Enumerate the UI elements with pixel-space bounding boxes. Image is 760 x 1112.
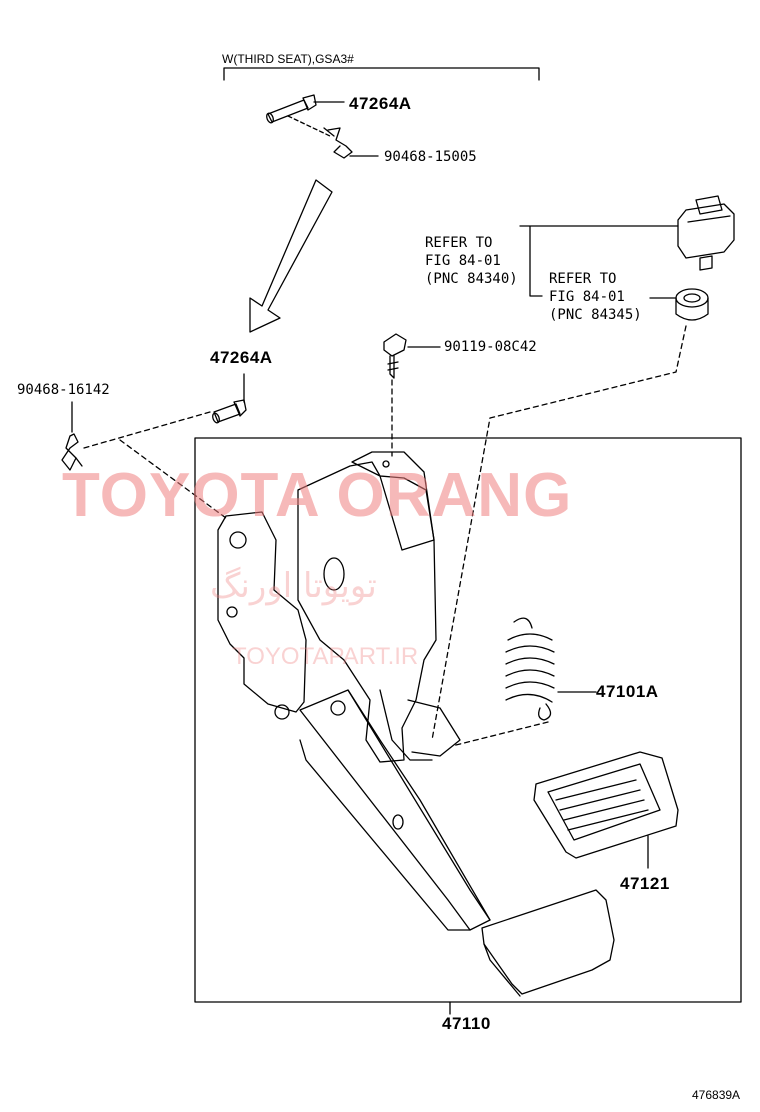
ref-switch-line-3[interactable]: (PNC 84340) — [425, 271, 518, 287]
ref-switch-line-2: FIG 84-01 — [425, 253, 501, 269]
dash-spring — [451, 721, 549, 747]
assembly-frame — [194, 437, 742, 1003]
variant-note: W(THIRD SEAT),GSA3# — [222, 52, 354, 66]
dash-pin-to-bracket — [119, 439, 227, 519]
ref-bracket-switch — [519, 225, 679, 297]
pedal-foot-plate-icon — [481, 889, 615, 997]
return-spring-icon — [505, 617, 555, 721]
label-90468-15005[interactable]: 90468-15005 — [384, 149, 477, 165]
pin-47264A-mid-icon — [212, 399, 247, 424]
ref-cushion-line-3[interactable]: (PNC 84345) — [549, 307, 642, 323]
label-47101A[interactable]: 47101A — [596, 682, 659, 701]
stop-lamp-switch-icon — [677, 195, 735, 271]
watermark-persian: تویوتا اورنگ — [210, 566, 377, 606]
pedal-arm-icon — [299, 689, 491, 931]
dash-clip-left — [83, 411, 211, 449]
pin-47264A-top-icon — [266, 94, 317, 124]
label-47264A-mid[interactable]: 47264A — [210, 348, 273, 367]
label-47264A-top[interactable]: 47264A — [349, 94, 412, 113]
dash-cushion — [431, 325, 687, 741]
pedal-bracket-icon — [217, 451, 461, 763]
cushion-icon — [675, 288, 709, 321]
clip-90468-16142-icon — [61, 433, 83, 471]
ref-cushion-line-1: REFER TO — [549, 271, 617, 287]
direction-arrow-icon — [249, 179, 333, 333]
label-90119-08C42[interactable]: 90119-08C42 — [444, 339, 537, 355]
clip-90468-15005-icon — [323, 127, 353, 159]
bolt-90119-08C42-icon — [383, 333, 407, 379]
note-bracket — [223, 67, 540, 81]
ref-switch-line-1: REFER TO — [425, 235, 493, 251]
ref-note-cushion: REFER TO FIG 84-01 (PNC 84345) — [549, 270, 642, 324]
watermark-site: TOYOTAPART.IR — [232, 643, 419, 670]
dash-pin-to-clip — [287, 115, 331, 137]
ref-note-switch: REFER TO FIG 84-01 (PNC 84340) — [425, 234, 518, 288]
label-47121[interactable]: 47121 — [620, 874, 670, 893]
ref-cushion-line-2: FIG 84-01 — [549, 289, 625, 305]
figure-id: 476839A — [692, 1088, 741, 1102]
label-90468-16142[interactable]: 90468-16142 — [17, 382, 110, 398]
watermark-latin: TOYOTA ORANG — [62, 461, 573, 530]
pedal-pad-47121-icon — [533, 751, 679, 859]
label-47110[interactable]: 47110 — [442, 1014, 491, 1033]
